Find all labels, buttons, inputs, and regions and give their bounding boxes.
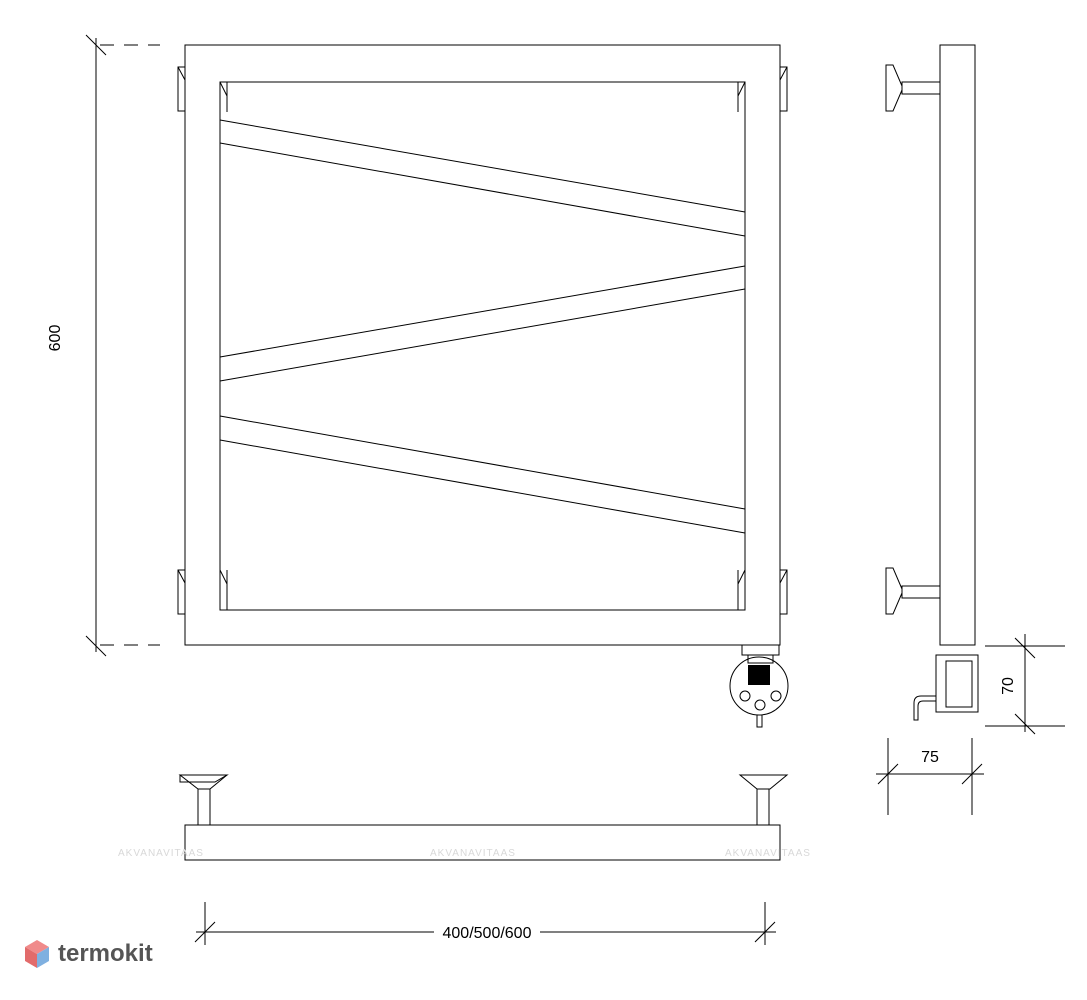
frame-inner xyxy=(219,81,746,611)
frame-outer xyxy=(184,44,781,646)
brand-name: termokit xyxy=(58,940,153,967)
inner-corner-marks xyxy=(219,81,746,610)
watermark-2: AKVANAVITAAS xyxy=(430,848,516,859)
top-bracket-right xyxy=(738,774,789,826)
wall-bracket-top-right xyxy=(779,66,788,112)
side-bracket-bottom xyxy=(885,567,941,615)
top-bracket-left xyxy=(178,774,229,826)
diagonal-bar-1 xyxy=(219,119,746,237)
diagonal-bar-3 xyxy=(219,415,746,534)
wall-bracket-bottom-right xyxy=(779,569,788,615)
side-view: 70 75 xyxy=(876,44,1065,815)
depth-label: 75 xyxy=(921,749,939,766)
side-heating-box xyxy=(913,654,979,721)
brand-logo-icon xyxy=(25,940,49,968)
depth-dimension: 75 xyxy=(876,738,984,815)
height-dimension: 600 xyxy=(47,34,160,657)
watermark-1: AKVANAVITAAS xyxy=(118,848,204,859)
top-view: AKVANAVITAAS AKVANAVITAAS AKVANAVITAAS 4… xyxy=(118,774,811,945)
wall-bracket-bottom-left xyxy=(177,569,186,615)
watermark-3: AKVANAVITAAS xyxy=(725,848,811,859)
front-view: 600 xyxy=(47,34,789,728)
brand-logo: termokit xyxy=(24,934,153,974)
width-dimension-label: 400/500/600 xyxy=(443,925,532,942)
diagonal-bar-2 xyxy=(219,265,746,382)
height-dimension-label: 600 xyxy=(47,325,64,352)
side-profile xyxy=(939,44,976,646)
box-height-label: 70 xyxy=(1000,677,1017,695)
top-profile xyxy=(184,824,781,861)
side-bracket-top xyxy=(885,64,941,112)
heating-element-thermostat xyxy=(729,644,789,728)
wall-bracket-top-left xyxy=(177,66,186,112)
width-dimension: 400/500/600 xyxy=(194,902,776,945)
box-height-dimension: 70 xyxy=(985,634,1065,735)
